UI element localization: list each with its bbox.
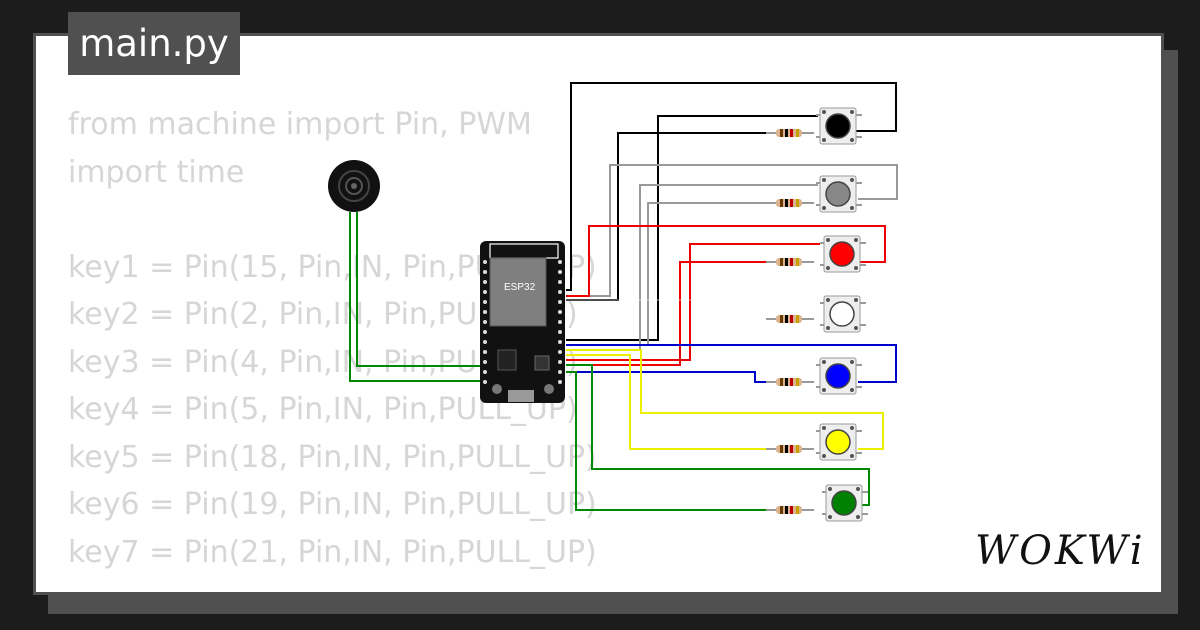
esp32-board[interactable]: ESP32 bbox=[480, 241, 565, 403]
pushbutton-green[interactable] bbox=[822, 484, 868, 522]
code-line: key6 = Pin(19, Pin,IN, Pin,PULL_UP) bbox=[68, 487, 597, 522]
esp32-label: ESP32 bbox=[504, 282, 536, 293]
resistor[interactable] bbox=[765, 128, 815, 138]
code-line: import time bbox=[68, 154, 245, 190]
resistor[interactable] bbox=[765, 444, 815, 454]
code-preview: from machine import Pin, PWM import time… bbox=[68, 101, 597, 576]
button-cap bbox=[825, 113, 851, 139]
resistor[interactable] bbox=[765, 314, 815, 324]
pushbutton-gray[interactable] bbox=[816, 175, 862, 213]
pushbuttons bbox=[816, 107, 868, 522]
pushbutton-yellow[interactable] bbox=[816, 423, 862, 461]
file-tab-main-py[interactable]: main.py bbox=[68, 12, 240, 75]
pushbutton-red[interactable] bbox=[820, 235, 866, 273]
buzzer[interactable] bbox=[328, 160, 380, 212]
resistor[interactable] bbox=[765, 377, 815, 387]
button-cap bbox=[831, 490, 857, 516]
pushbutton-white[interactable] bbox=[820, 295, 866, 333]
button-cap bbox=[825, 429, 851, 455]
resistor[interactable] bbox=[765, 505, 815, 515]
code-line: key5 = Pin(18, Pin,IN, Pin,PULL_UP) bbox=[68, 439, 597, 475]
button-cap bbox=[829, 241, 855, 267]
resistor[interactable] bbox=[765, 198, 815, 208]
code-line: from machine import Pin, PWM bbox=[68, 107, 532, 142]
button-cap bbox=[825, 181, 851, 207]
pushbutton-black[interactable] bbox=[816, 107, 862, 145]
code-line: key7 = Pin(21, Pin,IN, Pin,PULL_UP) bbox=[68, 534, 597, 570]
button-cap bbox=[829, 301, 855, 327]
pushbutton-blue[interactable] bbox=[816, 357, 862, 395]
button-cap bbox=[825, 363, 851, 389]
project-card bbox=[33, 33, 1164, 595]
resistor[interactable] bbox=[765, 257, 815, 267]
wokwi-logo: WOKWi bbox=[975, 528, 1146, 574]
